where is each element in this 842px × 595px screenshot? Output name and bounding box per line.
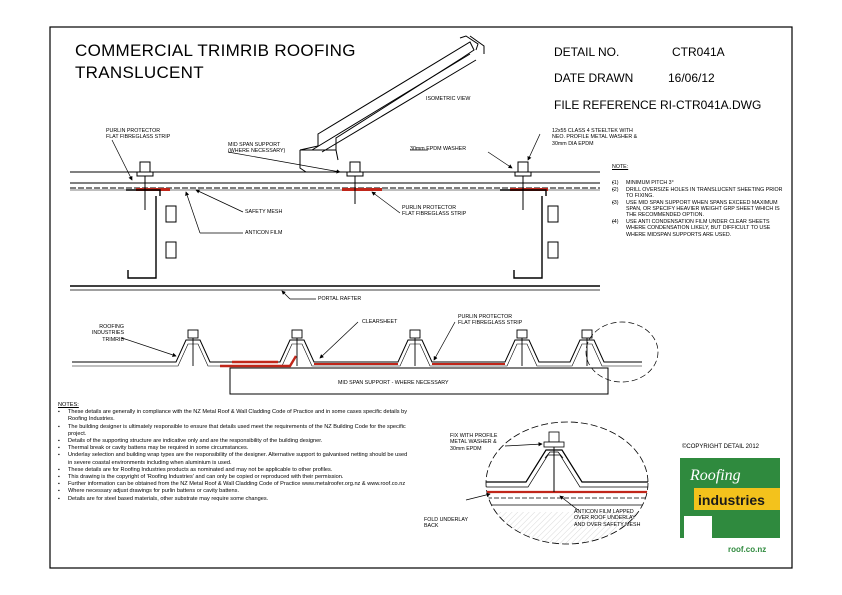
date-drawn-value: 16/06/12 xyxy=(668,71,715,85)
note-item: (3)USE MID SPAN SUPPORT WHEN SPANS EXCEE… xyxy=(612,200,788,219)
anticon-lapped-label: ANTICON FILM LAPPED OVER ROOF UNDERLAY A… xyxy=(574,509,641,528)
general-note: The building designer is ultimately resp… xyxy=(58,424,410,438)
enlarged-detail xyxy=(485,421,649,545)
detail-no-value: CTR041A xyxy=(672,45,725,59)
fold-underlay-label: FOLD UNDERLAY BACK xyxy=(424,517,469,530)
purlin-protector-label: PURLIN PROTECTOR FLAT FIBREGLASS STRIP xyxy=(106,128,171,141)
anticon-film-label: ANTICON FILM xyxy=(245,230,283,236)
purlins xyxy=(126,189,559,279)
note-item: (1)MINIMUM PITCH 3° xyxy=(612,180,788,187)
logo-url: roof.co.nz xyxy=(728,545,766,554)
general-note: Where necessary adjust drawings for purl… xyxy=(58,488,410,495)
purlin-protector-label-3: PURLIN PROTECTOR FLAT FIBREGLASS STRIP xyxy=(458,314,523,327)
general-note: Details are for steel based materials, o… xyxy=(58,496,410,503)
title-line-2: TRANSLUCENT xyxy=(75,63,204,82)
general-note: Further information can be obtained from… xyxy=(58,481,410,488)
profile-fasteners xyxy=(187,329,593,366)
general-note: Details of the supporting structure are … xyxy=(58,438,410,445)
title-line-1: COMMERCIAL TRIMRIB ROOFING xyxy=(75,41,356,60)
profile-leaders xyxy=(121,321,456,361)
portal-rafter xyxy=(70,285,600,291)
general-note: These details are generally in complianc… xyxy=(58,409,410,423)
section-fasteners xyxy=(136,161,532,210)
epdm-washer-label: 30mm EPDM WASHER xyxy=(410,146,467,152)
note-item: (4)USE ANTI CONDENSATION FILM UNDER CLEA… xyxy=(612,219,788,238)
section-leaders xyxy=(111,133,541,300)
general-note: This drawing is the copyright of 'Roofin… xyxy=(58,474,410,481)
note-item: (2)DRILL OVERSIZE HOLES IN TRANSLUCENT S… xyxy=(612,187,788,200)
roofing-industries-trimrib-label: ROOFING INDUSTRIES TRIMRIB xyxy=(91,324,124,343)
notes-right: NOTE: (1)MINIMUM PITCH 3° (2)DRILL OVERS… xyxy=(612,164,788,238)
detail-no-label: DETAIL NO. xyxy=(554,45,620,59)
isometric-view xyxy=(299,35,485,173)
general-note: These details are for Roofing Industries… xyxy=(58,467,410,474)
file-reference-value: RI-CTR041A.DWG xyxy=(660,98,762,112)
date-drawn-label: DATE DRAWN xyxy=(554,71,634,85)
clearsheet-label: CLEARSHEET xyxy=(362,319,398,325)
notes-right-heading: NOTE: xyxy=(612,164,629,170)
general-note: Underlay selection and building wrap typ… xyxy=(58,452,410,466)
safety-mesh-label: SAFETY MESH xyxy=(245,209,283,215)
detail-callout-circle xyxy=(585,321,659,383)
isometric-view-label: ISOMETRIC VIEW xyxy=(426,96,471,102)
purlin-protector-label-2: PURLIN PROTECTOR FLAT FIBREGLASS STRIP xyxy=(402,205,467,218)
copyright-label: ©COPYRIGHT DETAIL 2012 xyxy=(682,444,760,450)
notes-bottom-heading: NOTES: xyxy=(58,402,79,408)
notes-bottom: NOTES: These details are generally in co… xyxy=(58,402,410,503)
profile-sheet xyxy=(72,339,642,368)
portal-rafter-label: PORTAL RAFTER xyxy=(318,296,362,302)
detail-leaders xyxy=(465,442,579,511)
general-note: Thermal break or cavity battens may be r… xyxy=(58,445,410,452)
mid-span-support-label: MID SPAN SUPPORT (WHERE NECESSARY) xyxy=(228,142,286,155)
file-reference-label: FILE REFERENCE xyxy=(554,98,657,112)
mid-span-support-where-necessary-label: MID SPAN SUPPORT - WHERE NECESSARY xyxy=(338,380,449,386)
roofing-industries-logo: Roofing industries roof.co.nz xyxy=(680,458,780,556)
logo-word-roofing: Roofing xyxy=(689,467,741,484)
sheet-border xyxy=(49,26,793,569)
screw-spec-label: 12x55 CLASS 4 STEELTEK WITH NEO. PROFILE… xyxy=(552,128,638,147)
fix-with-profile-label: FIX WITH PROFILE METAL WASHER & 30mm EPD… xyxy=(450,433,498,452)
mid-span-support xyxy=(229,367,609,395)
logo-word-industries: industries xyxy=(698,492,765,508)
